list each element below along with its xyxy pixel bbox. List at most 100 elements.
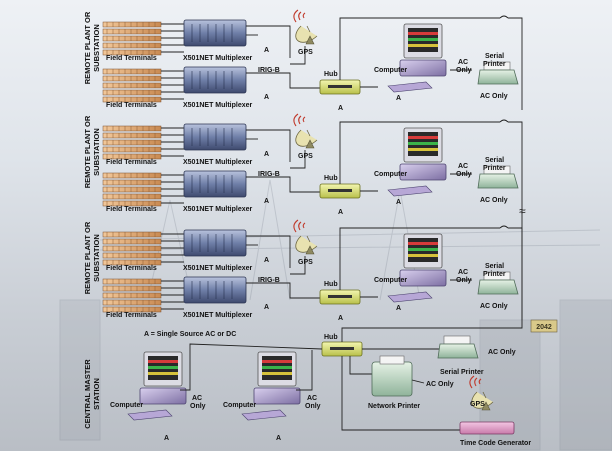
power-a-label: A [338,209,343,216]
gps-label: GPS [298,49,313,56]
power-a-label: A [264,198,269,205]
gps-dish-icon [295,129,318,147]
screen-bar [408,254,438,257]
connection-line [290,150,306,169]
ac-only-label: AC Only [426,381,454,388]
field-terminal-strip [102,146,162,153]
hub-ports [328,85,352,88]
section-label: REMOTE PLANT OR [83,11,92,84]
screen-bar [408,136,438,139]
connection-line [246,176,320,193]
computer-label: Computer [110,402,143,409]
computer-case-icon [139,387,187,405]
serial-printer-icon [437,343,479,359]
hub-label: Hub [324,175,338,182]
field-terminals-label: Field Terminals [106,206,157,213]
ac-only-label: AC Only [480,93,508,100]
ac-only-label: Only [456,171,472,178]
power-a-label: A [264,151,269,158]
ac-only-label: AC [307,395,317,402]
computer-case-icon [399,163,447,181]
computer-case-icon [399,269,447,287]
irig-b-label: IRIG-B [258,277,280,284]
field-terminal-strip [102,285,162,292]
screen-bar [408,32,438,35]
field-terminal-strip [102,96,162,103]
field-terminal-strip [102,125,162,132]
multiplexer-label: X501NET Multiplexer [183,265,253,272]
multiplexer-label: X501NET Multiplexer [183,55,253,62]
line-jumper [499,15,509,19]
field-terminal-strip [102,153,162,160]
power-a-label: A [338,315,343,322]
ac-only-label: Only [305,403,321,410]
field-terminal-strip [102,238,162,245]
section-label: REMOTE PLANT OR [83,115,92,188]
field-terminal-strip [102,35,162,42]
keyboard-icon [241,409,287,421]
ac-only-label: AC [458,269,468,276]
field-terminal-strip [102,306,162,313]
gps-label: GPS [298,259,313,266]
power-a-label: A [264,94,269,101]
power-a-label: A [396,305,401,312]
field-terminal-strip [102,259,162,266]
field-terminal-strip [102,28,162,35]
section-label: STATION [92,378,101,410]
field-terminal-strip [102,89,162,96]
gps-feed [482,391,487,399]
field-terminals-label: Field Terminals [106,159,157,166]
gps-stand [305,139,315,149]
power-a-label: A [396,95,401,102]
connection-line [246,235,291,268]
connection-line [246,72,320,89]
field-terminal-strip [102,193,162,200]
serial-printer-label: Serial Printer [440,369,484,376]
break-mark: ≈ [519,204,526,218]
network-printer-label: Network Printer [368,403,420,410]
screen-bar [262,360,292,363]
section-label: SUBSTATION [92,24,101,72]
field-terminal-strip [102,252,162,259]
serial-printer-label: Serial [485,53,504,60]
power-a-label: A [338,105,343,112]
multiplexer-box [183,66,247,94]
serial-printer-label: Printer [483,271,506,278]
computer-label: Computer [374,171,407,178]
keyboard-icon [387,81,433,93]
field-terminal-strip [102,21,162,28]
connection-line [341,356,460,431]
hub-ports [330,347,354,350]
field-terminal-strip [102,139,162,146]
hub-label: Hub [324,71,338,78]
gps-dish-icon [295,235,318,253]
gps-label: GPS [298,153,313,160]
section-label: REMOTE PLANT OR [83,221,92,294]
gps-label: GPS [470,401,485,408]
serial-printer-icon [477,69,519,85]
keyboard-icon [387,185,433,197]
field-terminal-strip [102,179,162,186]
signal-waves [469,375,482,389]
connection-line [180,343,323,391]
serial-printer-label: Printer [483,61,506,68]
multiplexer-label: X501NET Multiplexer [183,206,253,213]
ac-only-label: Only [456,277,472,284]
screen-bar [408,148,438,151]
screen-bar [148,360,178,363]
field-terminal-strip [102,68,162,75]
connection-line [296,350,313,391]
multiplexer-label: X501NET Multiplexer [183,159,253,166]
field-terminals-label: Field Terminals [106,102,157,109]
screen-bar [408,248,438,251]
computer-case-icon [399,59,447,77]
field-terminal-strip [102,132,162,139]
gps-feed [306,129,311,137]
section-label: SUBSTATION [92,128,101,176]
screen-bar [408,242,438,245]
serial-printer-icon [477,279,519,295]
connection-line [246,25,291,58]
